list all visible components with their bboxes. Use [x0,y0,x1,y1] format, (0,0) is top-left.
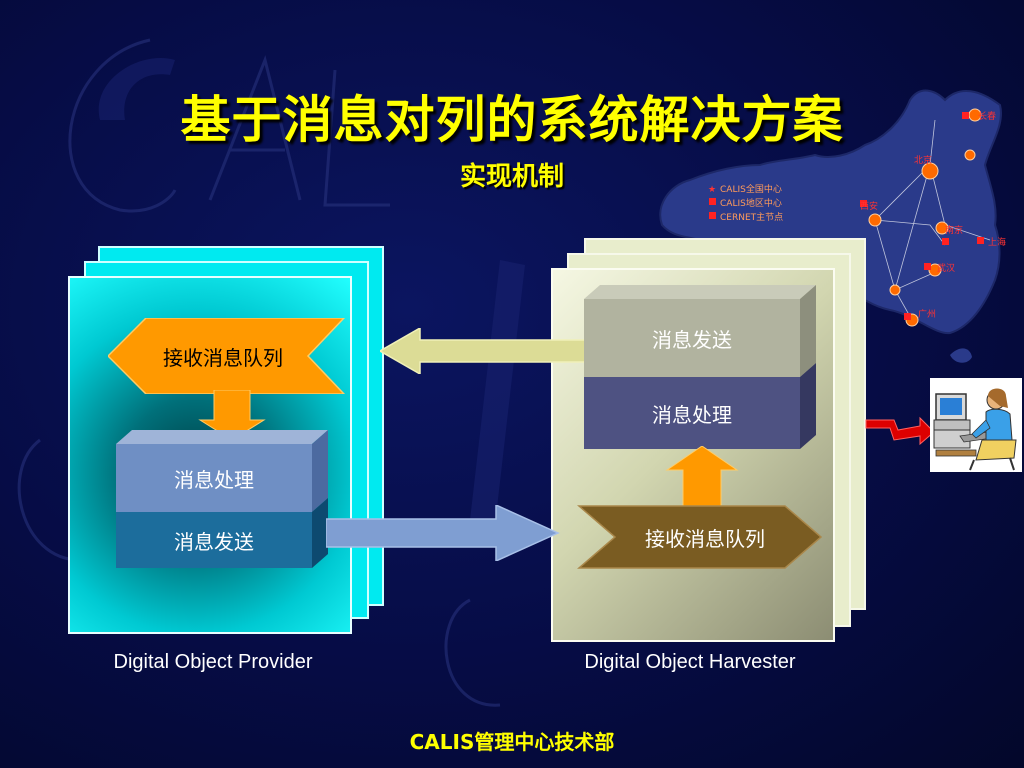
reply-left-arrow [380,328,587,374]
provider-caption: Digital Object Provider [113,651,313,673]
map-city-changchun: 长春 [978,110,996,122]
provider-process-label: 消息处理 [174,467,254,492]
harvester-process-label: 消息处理 [652,402,732,427]
provider-block [116,430,328,568]
legend-national-center: CALIS全国中心 [720,183,782,195]
harvester-up-arrow [665,446,739,506]
legend-regional-center: CALIS地区中心 [720,197,782,209]
page-subtitle: 实现机制 [459,162,564,192]
provider-receive-queue-tag [108,318,346,394]
legend-cernet-node: CERNET主节点 [720,211,783,223]
map-city-nanjing: 南京 [945,224,963,236]
map-city-shanghai: 上海 [988,236,1006,248]
legend-star-icon: ★ [708,185,716,195]
map-city-beijing: 北京 [914,154,932,166]
map-city-wuhan: 武汉 [937,262,955,274]
map-city-guangzhou: 广州 [918,308,936,320]
harvester-receive-queue-label: 接收消息队列 [645,526,765,551]
harvester-send-label: 消息发送 [652,327,732,352]
legend-square-icon [709,198,716,205]
footer-org: CALIS管理中心技术部 [409,730,615,754]
provider-send-label: 消息发送 [174,529,254,554]
harvester-caption: Digital Object Harvester [584,651,796,673]
legend-square-icon [709,212,716,219]
harvester-receive-queue-tag [577,505,823,569]
map-city-xian: 西安 [860,200,878,212]
harvester-block [584,285,816,449]
send-right-arrow [326,505,560,561]
person-computer-icon [930,378,1022,472]
china-map: 长春 北京 西安 南京 上海 武汉 广州 ★ CALIS全国中心 CALIS地区… [659,89,1006,363]
red-lightning-arrow [865,416,935,446]
provider-receive-queue-label: 接收消息队列 [163,345,283,370]
page-title: 基于消息对列的系统解决方案 [180,90,844,149]
